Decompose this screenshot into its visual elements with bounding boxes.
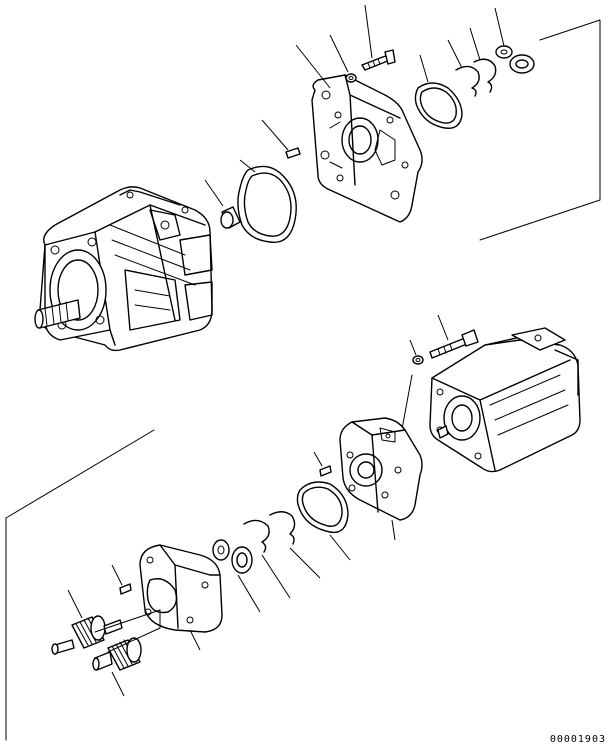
rear-pump-body [429, 327, 581, 473]
gear-case-pin [111, 564, 132, 595]
upper-o-ring [237, 159, 297, 244]
lower-o-ring [296, 481, 351, 561]
upper-right-o-ring [414, 54, 463, 129]
upper-bushing [204, 179, 241, 229]
upper-washer-bolt [329, 4, 396, 83]
upper-seal-washer [494, 7, 535, 74]
lower-seal-washer [212, 539, 261, 613]
drive-gear-shaft [51, 589, 123, 655]
drawing-code: 00001903 [549, 734, 606, 745]
lower-bolt-washer [409, 314, 479, 365]
lower-gear-housing [339, 417, 423, 541]
gear-bracket-lines [94, 609, 161, 653]
upper-snap-rings [447, 27, 497, 97]
lower-dowel-pin [313, 451, 332, 477]
lower-snap-rings [243, 511, 321, 599]
lower-bracket-frame [5, 429, 155, 741]
gear-case [139, 544, 223, 651]
upper-end-cover [295, 44, 423, 223]
upper-bracket-frame [479, 19, 601, 241]
upper-dowel-pin [261, 119, 301, 159]
driven-gear-shaft [92, 637, 142, 697]
main-pump-body [34, 186, 213, 352]
